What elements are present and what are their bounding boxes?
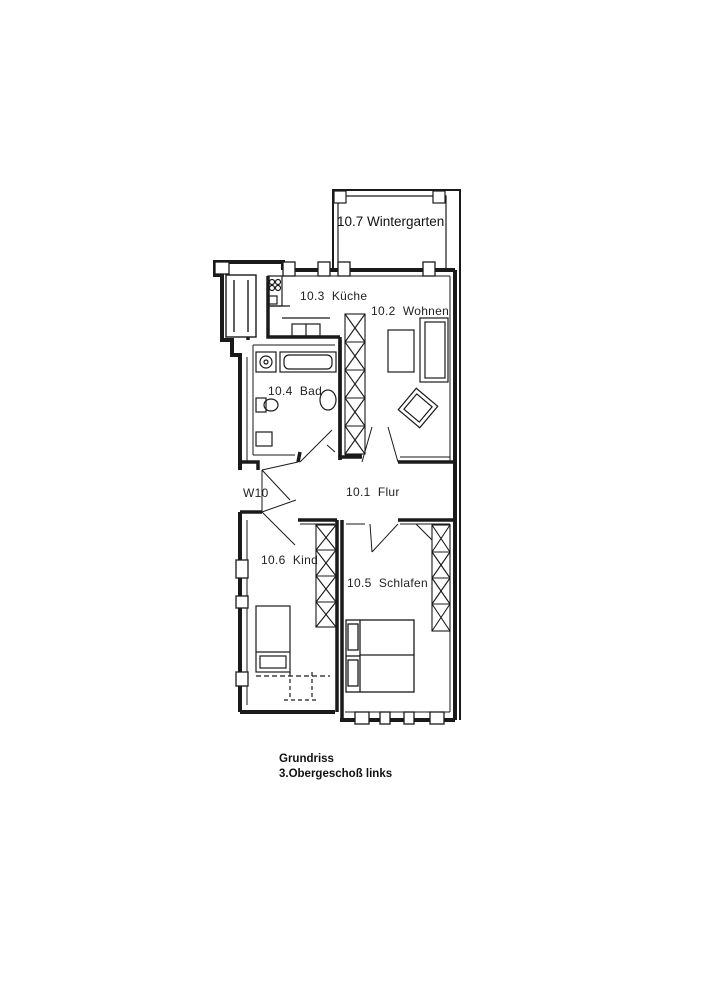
room-label-bad: 10.4 Bad — [268, 384, 322, 398]
kind-furniture — [255, 605, 330, 701]
wohnen-furniture — [387, 317, 449, 429]
room-label-schlafen: 10.5 Schlafen — [347, 576, 428, 590]
wohnen-cabinet — [344, 313, 366, 455]
caption-title: Grundriss — [279, 753, 334, 765]
room-label-wohnen: 10.2 Wohnen — [371, 304, 449, 318]
schlafen-bed — [345, 619, 415, 693]
caption-subtitle: 3.Obergeschoß links — [279, 768, 393, 780]
bottom-windows — [354, 711, 445, 725]
room-label-kind: 10.6 Kind — [261, 553, 318, 567]
room-label-flur: 10.1 Flur — [346, 485, 400, 499]
door-swings — [261, 426, 399, 553]
wintergarten-area — [332, 189, 461, 720]
room-label-kueche: 10.3 Küche — [300, 289, 367, 303]
room-label-w10: W10 — [243, 486, 269, 500]
top-windows — [214, 261, 436, 277]
schlafen-cabinet — [415, 523, 451, 632]
bathroom-equipment — [255, 351, 337, 447]
shaft — [225, 274, 257, 338]
room-label-wintergarten: 10.7 Wintergarten — [337, 214, 444, 229]
kind-cabinet — [315, 524, 337, 628]
plan-caption: Grundriss 3.Obergeschoß links — [279, 752, 392, 782]
kitchen-equipment — [267, 275, 330, 337]
left-windows — [235, 559, 249, 687]
